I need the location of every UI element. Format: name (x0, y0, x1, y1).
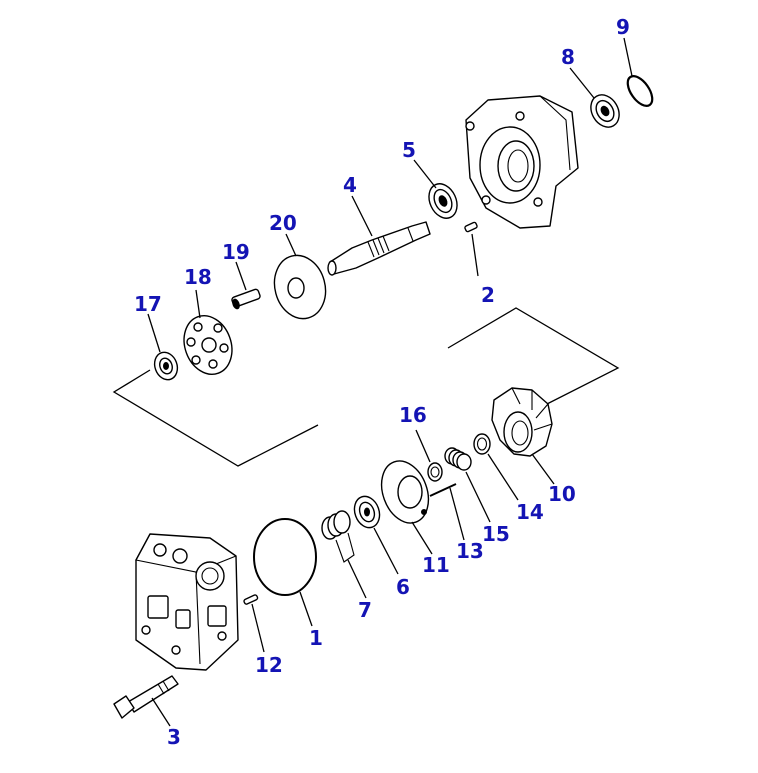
leader-2 (471, 233, 479, 277)
callout-17: 17 (134, 292, 162, 316)
leader-5 (413, 159, 437, 189)
part-7-seals (321, 510, 355, 563)
callout-1: 1 (309, 626, 323, 650)
leader-19 (235, 261, 247, 291)
leader-11 (411, 521, 433, 555)
part-13-pin (429, 483, 457, 497)
part-3-bolt (113, 675, 179, 719)
part-17-bearing (153, 351, 179, 381)
part-12-dowel-pin (243, 594, 259, 605)
part-10-gear-body (491, 387, 553, 457)
part-9-snap-ring (626, 75, 654, 107)
callout-18: 18 (184, 265, 212, 289)
leader-7 (347, 559, 367, 599)
leader-18 (195, 289, 201, 319)
part-1-o-ring (253, 518, 317, 596)
callout-7: 7 (358, 598, 372, 622)
callout-2: 2 (481, 283, 495, 307)
leader-13 (449, 487, 465, 541)
part-8-bearing (590, 94, 620, 128)
part-20-thrust-plate (273, 254, 327, 320)
leader-20 (285, 233, 297, 257)
callout-12: 12 (255, 653, 283, 677)
callout-20: 20 (269, 211, 297, 235)
group-bracket-upper (112, 369, 319, 467)
leader-16 (415, 429, 431, 463)
callout-10: 10 (548, 482, 576, 506)
leader-8 (569, 67, 595, 99)
callout-19: 19 (222, 240, 250, 264)
part-19-pin (231, 288, 261, 310)
callout-9: 9 (616, 15, 630, 39)
leader-15 (465, 471, 491, 523)
callout-11: 11 (422, 553, 450, 577)
part-4-shaft (327, 221, 431, 276)
part-16-ring (427, 462, 443, 482)
leader-4 (351, 195, 373, 237)
leader-17 (147, 313, 161, 353)
callout-3: 3 (167, 725, 181, 749)
part-rear-housing (135, 533, 239, 671)
callout-13: 13 (456, 539, 484, 563)
leader-6 (373, 527, 399, 575)
callout-6: 6 (396, 575, 410, 599)
part-14-ring (473, 433, 491, 455)
leader-14 (487, 453, 519, 501)
part-11-side-plate (380, 460, 430, 524)
part-front-housing (465, 95, 579, 229)
callout-14: 14 (516, 500, 544, 524)
part-6-bearing (353, 495, 381, 529)
leader-10 (531, 453, 555, 485)
part-15-spring (444, 447, 472, 471)
callout-4: 4 (343, 173, 357, 197)
part-2-dowel-pin (464, 221, 478, 233)
group-bracket-lower (447, 307, 620, 406)
callout-16: 16 (399, 403, 427, 427)
callout-8: 8 (561, 45, 575, 69)
part-5-bearing (428, 183, 458, 219)
callout-15: 15 (482, 522, 510, 546)
leader-3 (151, 697, 171, 727)
callout-5: 5 (402, 138, 416, 162)
part-18-retainer-plate (183, 315, 233, 375)
leader-9 (623, 37, 633, 77)
leader-1 (299, 591, 313, 627)
leader-12 (251, 603, 265, 653)
